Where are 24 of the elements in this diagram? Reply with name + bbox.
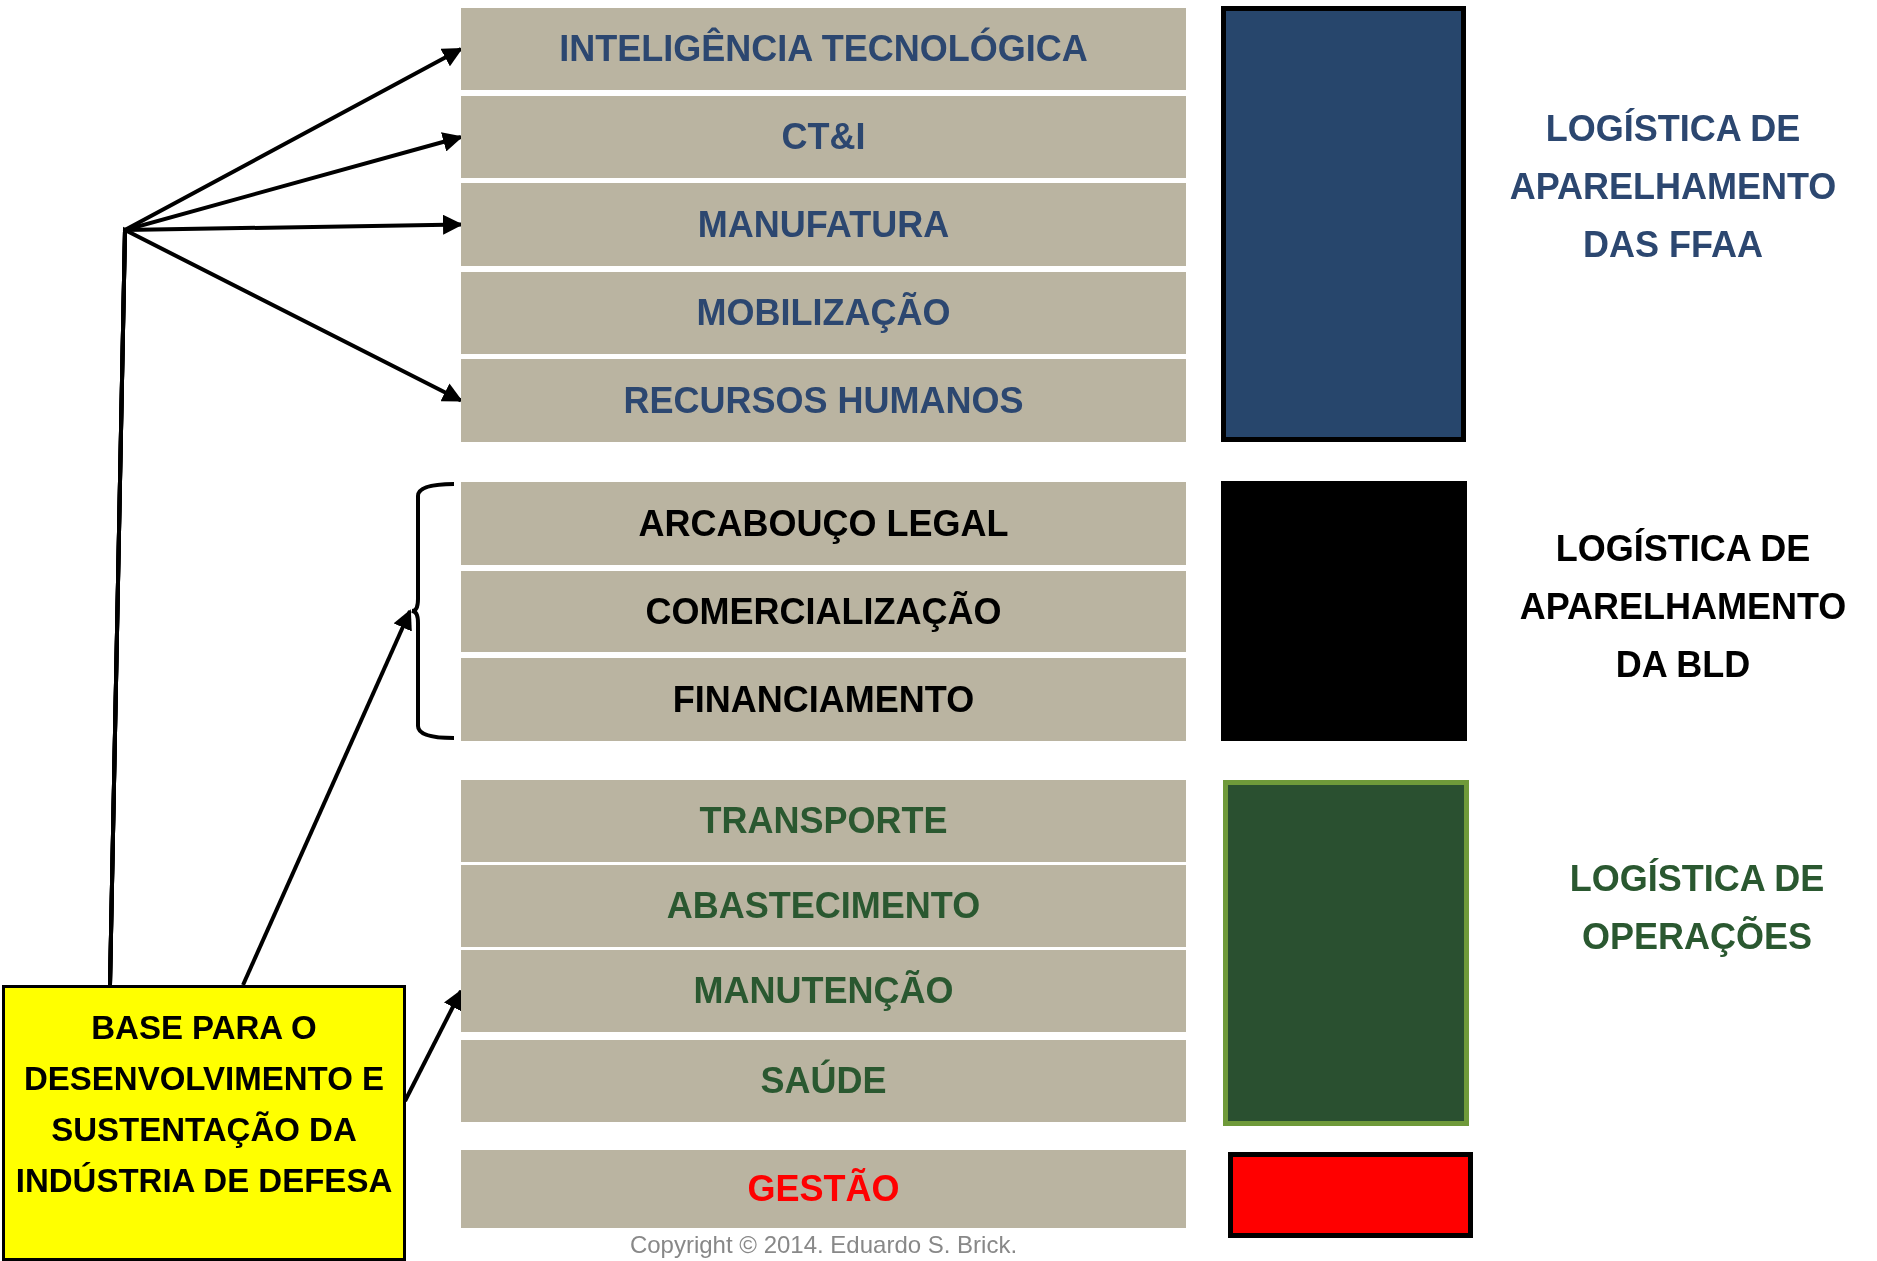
category-bar: MANUTENÇÃO <box>461 950 1186 1032</box>
curly-brace <box>410 482 456 740</box>
copyright-note: Copyright © 2014. Eduardo S. Brick. <box>628 1231 1019 1259</box>
category-bar: FINANCIAMENTO <box>461 658 1186 741</box>
group-label: LOGÍSTICA DE APARELHAMENTO DA BLD <box>1518 527 1848 687</box>
category-bar: ABASTECIMENTO <box>461 865 1186 947</box>
category-bar: GESTÃO <box>461 1150 1186 1228</box>
color-block <box>1221 481 1467 741</box>
group-label: LOGÍSTICA DE OPERAÇÕES <box>1568 857 1826 959</box>
category-bar: TRANSPORTE <box>461 780 1186 862</box>
category-bar: SAÚDE <box>461 1040 1186 1122</box>
category-bar: RECURSOS HUMANOS <box>461 359 1186 442</box>
note-box: BASE PARA O DESENVOLVIMENTO E SUSTENTAÇÃO DA INDÚSTRIA DE DEFESA <box>2 985 406 1261</box>
category-bar: ARCABOUÇO LEGAL <box>461 482 1186 565</box>
category-bar: CT&I <box>461 96 1186 178</box>
arrow <box>241 609 412 986</box>
category-bar: MOBILIZAÇÃO <box>461 272 1186 354</box>
color-block <box>1228 1152 1473 1238</box>
color-block <box>1221 6 1466 442</box>
category-bar: MANUFATURA <box>461 183 1186 266</box>
category-bar: INTELIGÊNCIA TECNOLÓGICA <box>461 8 1186 90</box>
category-bar: COMERCIALIZAÇÃO <box>461 571 1186 652</box>
group-label: LOGÍSTICA DE APARELHAMENTO DAS FFAA <box>1508 107 1838 267</box>
color-block <box>1223 780 1469 1126</box>
